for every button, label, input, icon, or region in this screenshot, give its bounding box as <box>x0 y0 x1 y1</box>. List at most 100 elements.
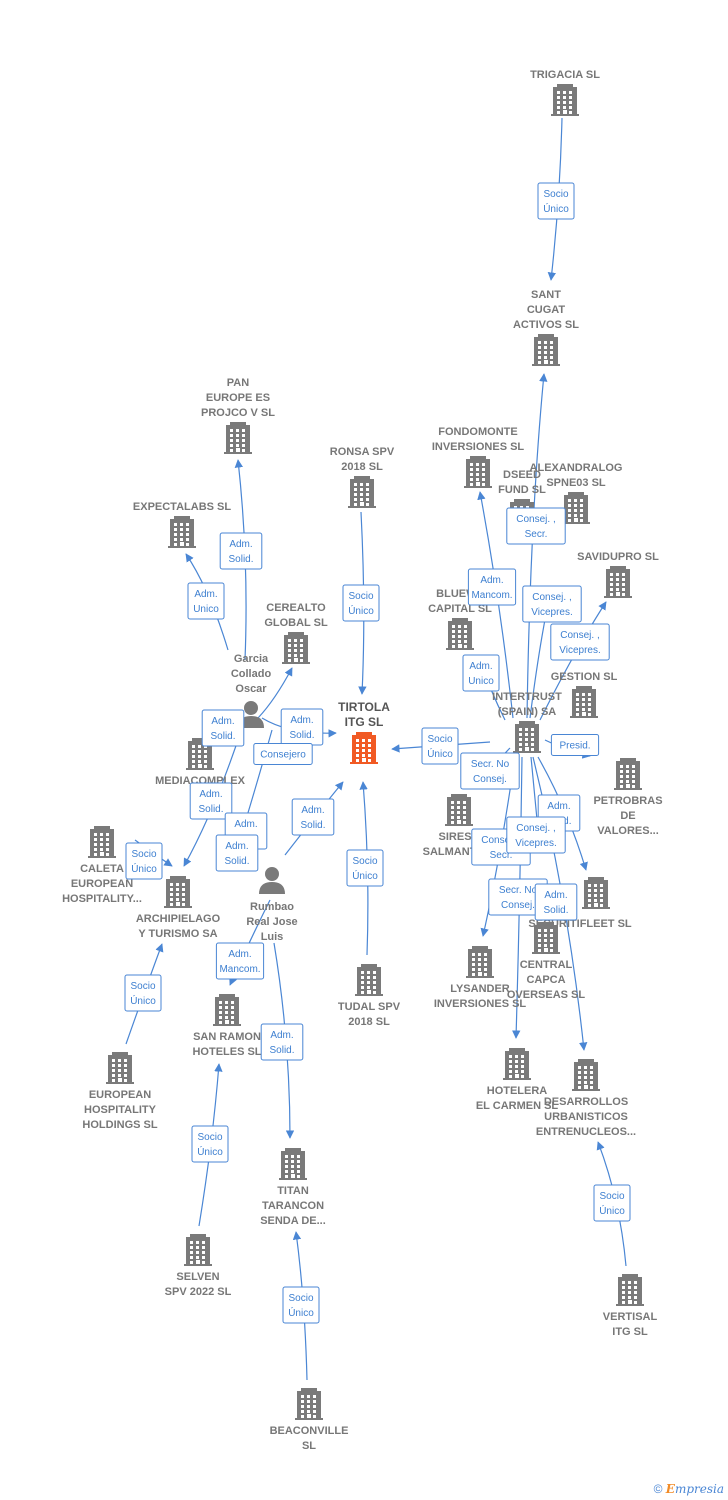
edge-label-e31[interactable]: Adm.Solid. <box>534 883 578 921</box>
edge-label-text: Adm. <box>225 841 248 852</box>
node-label: CAPITAL SL <box>428 603 492 615</box>
edge-label-e4[interactable]: Adm.Unico <box>187 582 225 620</box>
node-label: Y TURISMO SA <box>138 928 217 940</box>
node-label: URBANISTICOS <box>544 1111 628 1123</box>
edge-label-e24[interactable]: Adm.Unico <box>462 654 500 692</box>
edge-label-text: Consej. , <box>532 592 571 603</box>
node-trigacia[interactable]: TRIGACIA SL <box>530 69 600 116</box>
edge-label-text: Unico <box>468 676 494 687</box>
node-desarrollos[interactable]: DESARROLLOSURBANISTICOSENTRENUCLEOS... <box>536 1059 636 1138</box>
node-label: SANT <box>531 289 561 301</box>
edge-label-e22[interactable]: Consej. , Vicepres. <box>522 585 582 623</box>
edge-label-e21[interactable]: Adm.Mancom. <box>467 568 517 606</box>
node-label: ARCHIPIELAGO <box>136 913 221 925</box>
edge-label-text: Adm. <box>234 819 257 830</box>
node-caleta[interactable]: CALETAEUROPEANHOSPITALITY... <box>62 826 142 905</box>
node-label: ITG SL <box>345 715 384 729</box>
node-label: TITAN <box>277 1185 309 1197</box>
edge-label-text: Consej. , <box>516 823 555 834</box>
node-cerealto[interactable]: CEREALTO GLOBAL SL <box>264 602 328 664</box>
building-icon <box>184 1234 212 1266</box>
edge-label-text: Solid. <box>224 856 249 867</box>
building-icon <box>168 516 196 548</box>
edge-label-e9[interactable]: Adm.Solid. <box>291 798 335 836</box>
edge-label-e13[interactable]: Adm. Solid. <box>215 834 259 872</box>
copyright-symbol: © <box>653 1482 663 1496</box>
node-label: TARANCON <box>262 1200 324 1212</box>
edge-label-e10[interactable]: Adm.Mancom. <box>215 942 265 980</box>
node-intertrust[interactable]: INTERTRUST(SPAIN) SA <box>492 691 562 753</box>
node-expectalabs[interactable]: EXPECTALABS SL <box>133 501 231 548</box>
building-icon <box>224 422 252 454</box>
node-label: VERTISAL <box>603 1311 658 1323</box>
edge-label-text: Único <box>543 202 569 215</box>
edge-label-e23[interactable]: Consej. ,Vicepres. <box>550 623 610 661</box>
edge-label-e3[interactable]: Adm.Solid. <box>219 532 263 570</box>
node-gestion[interactable]: GESTION SL <box>551 671 618 718</box>
edge-label-text: Secr. No <box>499 885 538 896</box>
edge-label-e20[interactable]: Consej. ,Secr. <box>506 507 566 545</box>
edge-label-text: Adm. <box>544 890 567 901</box>
building-icon <box>106 1052 134 1084</box>
node-label: ACTIVOS SL <box>513 319 579 331</box>
edge-label-text: Mancom. <box>219 964 260 975</box>
building-icon <box>348 476 376 508</box>
edge-label-text: Secr. <box>525 529 548 540</box>
node-label: Real Jose <box>246 916 297 928</box>
edge-label-e6[interactable]: Consejero <box>253 743 313 765</box>
node-label: CEREALTO <box>266 602 326 614</box>
edge-label-e5[interactable]: Adm.Solid. <box>280 708 324 746</box>
node-archipielago[interactable]: ARCHIPIELAGO Y TURISMO SA <box>136 876 221 940</box>
edge-label-e11[interactable]: Adm.Solid. <box>260 1023 304 1061</box>
node-label: SAN RAMON <box>193 1031 261 1043</box>
node-savidupro[interactable]: SAVIDUPRO SL <box>577 551 659 598</box>
edge-label-text: Único <box>288 1306 314 1319</box>
node-petrobras[interactable]: PETROBRASDEVALORES... <box>593 758 663 837</box>
person-icon <box>259 867 285 894</box>
edge-label-text: Consej. , <box>560 630 599 641</box>
node-label: GLOBAL SL <box>264 617 328 629</box>
edge-label-text: Vicepres. <box>531 607 573 618</box>
node-label: CALETA <box>80 863 124 875</box>
footer-brand[interactable]: © Empresia <box>654 1482 724 1496</box>
node-mediacomplex[interactable]: MEDIACOMPLEXDIA17 <box>155 738 246 817</box>
edge-label-e8[interactable]: Adm.Solid. <box>189 782 233 820</box>
edge-label-e7[interactable]: Adm.Solid. <box>201 709 245 747</box>
edge-label-e25[interactable]: Presid. <box>550 734 600 756</box>
building-icon <box>295 1388 323 1420</box>
edge-label-e29[interactable]: Consej. ,Vicepres. <box>506 816 566 854</box>
edge-label-text: Consej. <box>473 774 507 785</box>
building-icon <box>445 794 473 826</box>
edge-label-text: Adm. <box>194 589 217 600</box>
node-label: OVERSEAS SL <box>507 989 586 1001</box>
